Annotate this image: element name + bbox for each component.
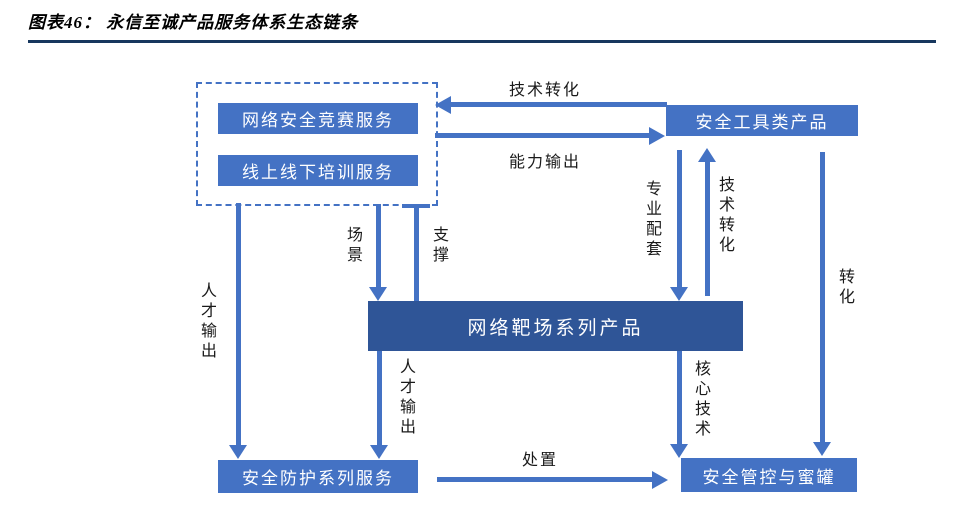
arrow-shaft [677, 150, 682, 287]
arrow-head-down-icon [370, 445, 388, 459]
node-control-honeypot: 安全管控与蜜罐 [681, 458, 857, 492]
label-scene: 场景 [344, 226, 361, 266]
node-protection-services: 安全防护系列服务 [218, 460, 418, 493]
label-talent-output-left: 人才输出 [198, 282, 215, 362]
arrow-shaft [451, 102, 667, 107]
label-capability-output: 能力输出 [508, 154, 581, 171]
arrow-head-up-icon [698, 148, 716, 162]
arrow-head-left-icon [435, 96, 451, 114]
label-support: 支撑 [430, 226, 447, 266]
label-transform-right: 转化 [836, 268, 853, 308]
arrow-shaft [236, 203, 241, 445]
arrow-head-right-icon [652, 471, 668, 489]
node-competition-service: 网络安全竞赛服务 [218, 103, 418, 134]
arrow-head-down-icon [670, 287, 688, 301]
arrow-head-down-icon [369, 287, 387, 301]
arrow-shaft [705, 162, 710, 296]
node-training-service: 线上线下培训服务 [218, 155, 418, 186]
label-professional-support: 专业配套 [643, 180, 660, 260]
title-rule [28, 40, 936, 43]
arrow-shaft [677, 351, 682, 444]
label-talent-output-mid: 人才输出 [397, 358, 414, 438]
arrow-shaft [437, 477, 652, 482]
label-tech-transform-top: 技术转化 [508, 82, 581, 99]
connector-shaft [414, 204, 419, 301]
node-cyber-range: 网络靶场系列产品 [368, 301, 743, 351]
arrow-head-down-icon [813, 442, 831, 456]
label-tech-transform-up: 技术转化 [716, 176, 733, 256]
label-core-tech: 核心技术 [692, 360, 709, 440]
label-disposal: 处置 [521, 452, 558, 469]
arrow-head-right-icon [649, 127, 665, 145]
node-security-tools: 安全工具类产品 [666, 105, 858, 136]
arrow-shaft [377, 351, 382, 445]
figure-title: 图表46： 永信至诚产品服务体系生态链条 [28, 13, 359, 32]
arrow-shaft [376, 204, 381, 288]
arrow-shaft [435, 133, 649, 138]
arrow-shaft [820, 152, 825, 442]
service-group-dashed-box [196, 82, 438, 206]
arrow-head-down-icon [229, 445, 247, 459]
arrow-head-down-icon [670, 444, 688, 458]
